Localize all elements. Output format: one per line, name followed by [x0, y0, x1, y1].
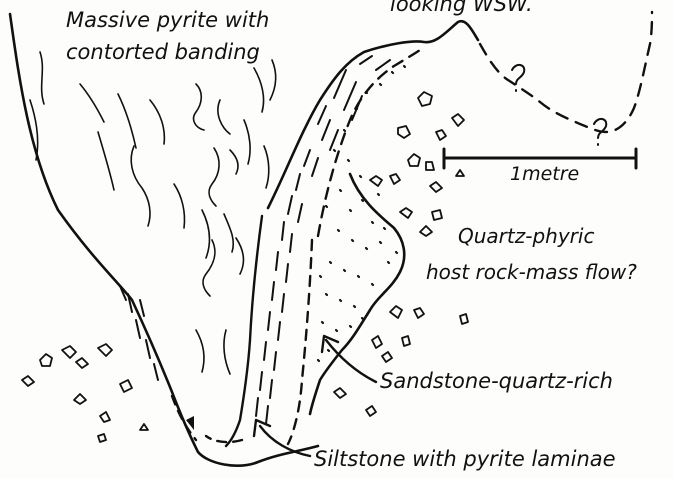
pyrite-banding [30, 52, 276, 374]
pyrite-label-line2: contorted banding [66, 42, 260, 63]
orientation-label: looking WSW. [390, 0, 533, 15]
sandstone-label: Sandstone-quartz-rich [380, 371, 613, 392]
siltstone-laminae [120, 56, 390, 424]
siltstone-leader [260, 426, 310, 456]
sandstone-stipple [318, 66, 405, 361]
scale-label: 1metre [510, 165, 579, 184]
host-rock-label-line1: Quartz-phyric [458, 226, 594, 246]
base-dashed-middle [206, 436, 242, 442]
host-rock-label-line2: host rock-mass flow? [426, 262, 637, 282]
siltstone-label: Siltstone with pyrite laminae [314, 449, 616, 470]
base-dashed-right [288, 240, 312, 444]
question-mark-1 [512, 65, 524, 91]
upper-right-dashed-outline [480, 12, 652, 132]
left-outline [10, 14, 318, 466]
pyrite-label-line1: Massive pyrite with [66, 10, 269, 31]
